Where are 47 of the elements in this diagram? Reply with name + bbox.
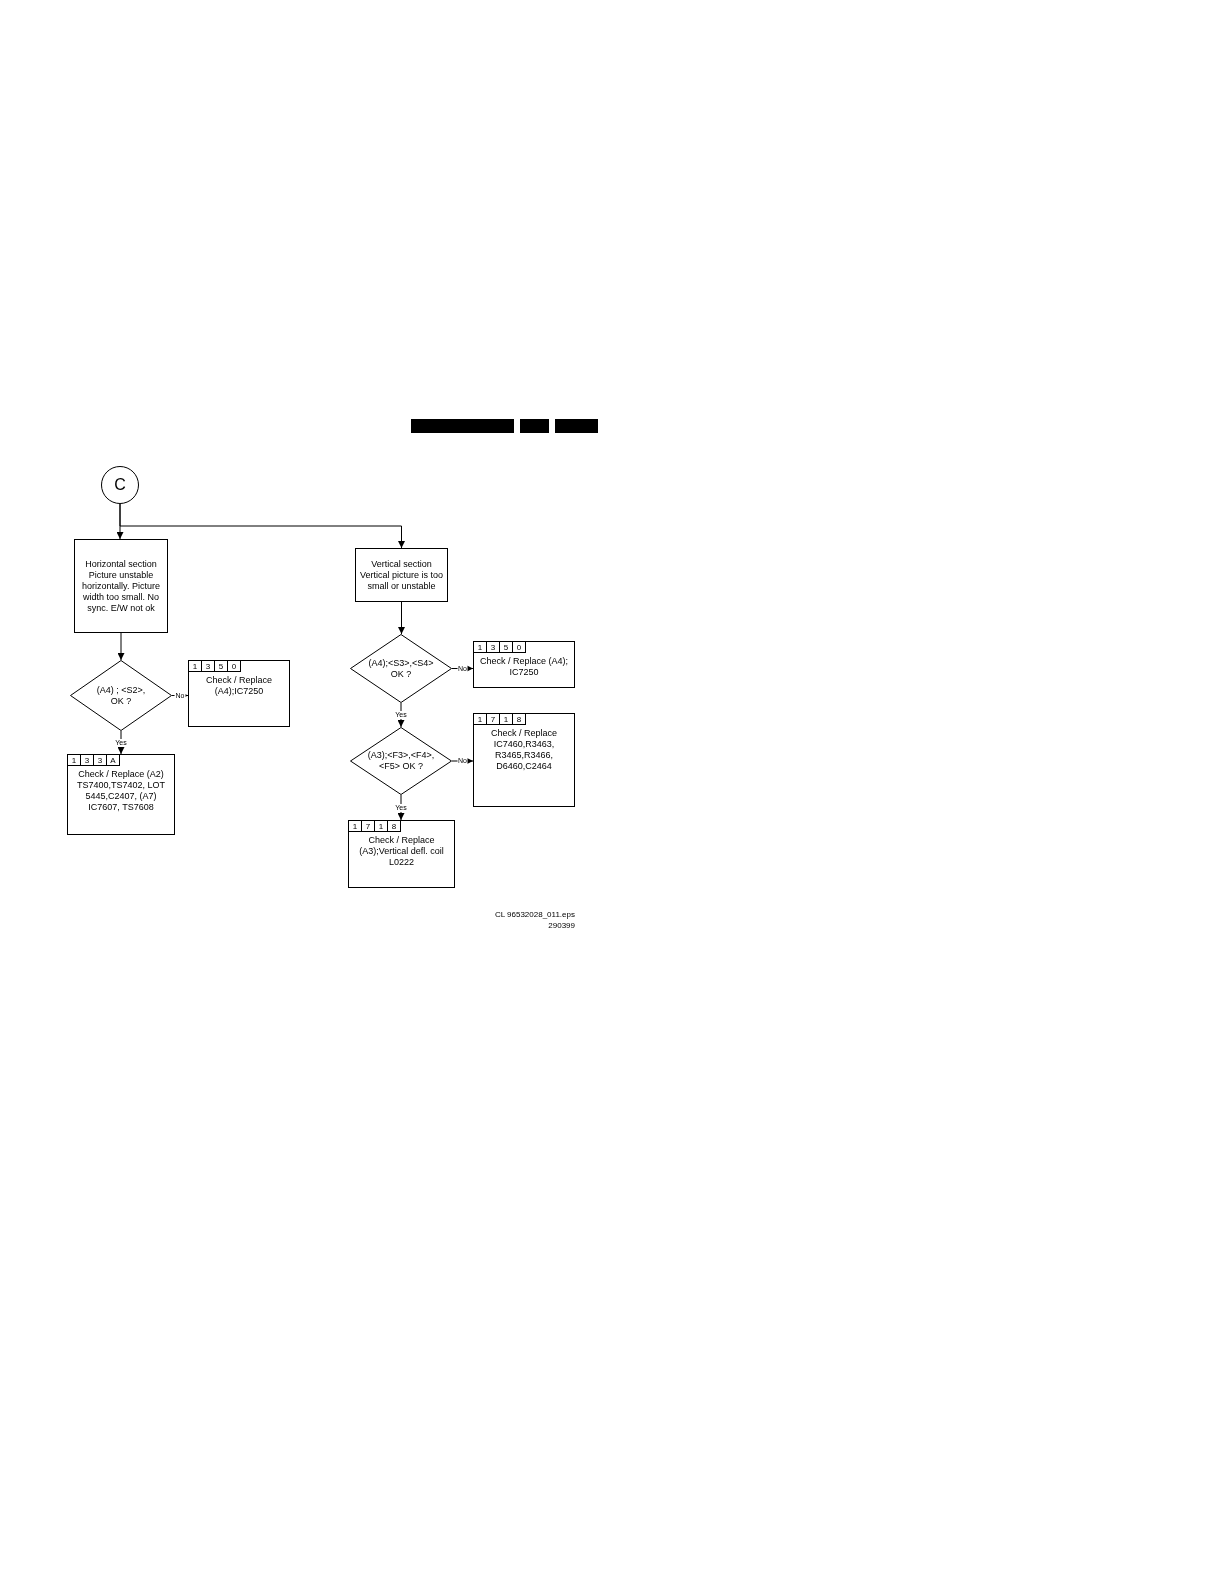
code-digit: 1 [349, 821, 362, 832]
code-digit: 1 [189, 661, 202, 672]
action-box [473, 641, 575, 688]
decision-diamond [350, 634, 452, 703]
arrow [397, 702, 405, 728]
code-digit: 1 [500, 714, 513, 725]
code-digit: 1 [375, 821, 388, 832]
code-digit: 5 [500, 642, 513, 653]
decision-diamond [70, 660, 172, 731]
code-digit: 3 [81, 755, 94, 766]
code-digit: 3 [202, 661, 215, 672]
box-text: Check / Replace (A3);Vertical defl. coil L0222 [358, 835, 445, 868]
box-text: Horizontal section Picture unstable horizontally. Picture width too small. No sync. E/W not ok [81, 558, 161, 614]
code-digit: 1 [68, 755, 81, 766]
code-digit: 8 [513, 714, 526, 725]
arrow [397, 794, 405, 821]
action-box [67, 754, 175, 835]
file-reference: 290399 [548, 920, 575, 931]
decision-text: (A4) ; <S2>, OK ? [95, 684, 147, 707]
arrow [398, 601, 405, 635]
code-digit: 8 [388, 821, 401, 832]
code-digit: 3 [94, 755, 107, 766]
code-digit: 0 [513, 642, 526, 653]
code-digit: 7 [487, 714, 500, 725]
box-text: Check / Replace IC7460,R3463, R3465,R3466, D6460,C2464 [489, 728, 558, 772]
code-digit: 1 [474, 714, 487, 725]
process-box [355, 548, 448, 602]
code-digit: 5 [215, 661, 228, 672]
code-digit: 7 [362, 821, 375, 832]
code-digit: 1 [474, 642, 487, 653]
arrow [117, 632, 125, 661]
box-text: Check / Replace (A4); IC7250 [478, 656, 569, 678]
box-text: Check / Replace (A4);IC7250 [204, 675, 273, 697]
box-text: Vertical section Vertical picture is too small or unstable [359, 558, 444, 592]
file-reference: CL 96532028_011.eps [494, 909, 575, 920]
code-digit: 0 [228, 661, 241, 672]
action-box [188, 660, 290, 727]
action-box [473, 713, 575, 807]
process-box [74, 539, 168, 633]
decision-text: (A4);<S3>,<S4> OK ? [367, 657, 435, 680]
decision-diamond [350, 727, 452, 795]
action-box [348, 820, 455, 888]
code-digit: A [107, 755, 120, 766]
code-digit: 3 [487, 642, 500, 653]
decision-text: (A3);<F3>,<F4>, <F5> OK ? [366, 750, 436, 772]
arrow [119, 503, 405, 549]
box-text: Check / Replace (A2) TS7400,TS7402, LOT 5445,C2407, (A7) IC7607, TS7608 [75, 769, 167, 813]
